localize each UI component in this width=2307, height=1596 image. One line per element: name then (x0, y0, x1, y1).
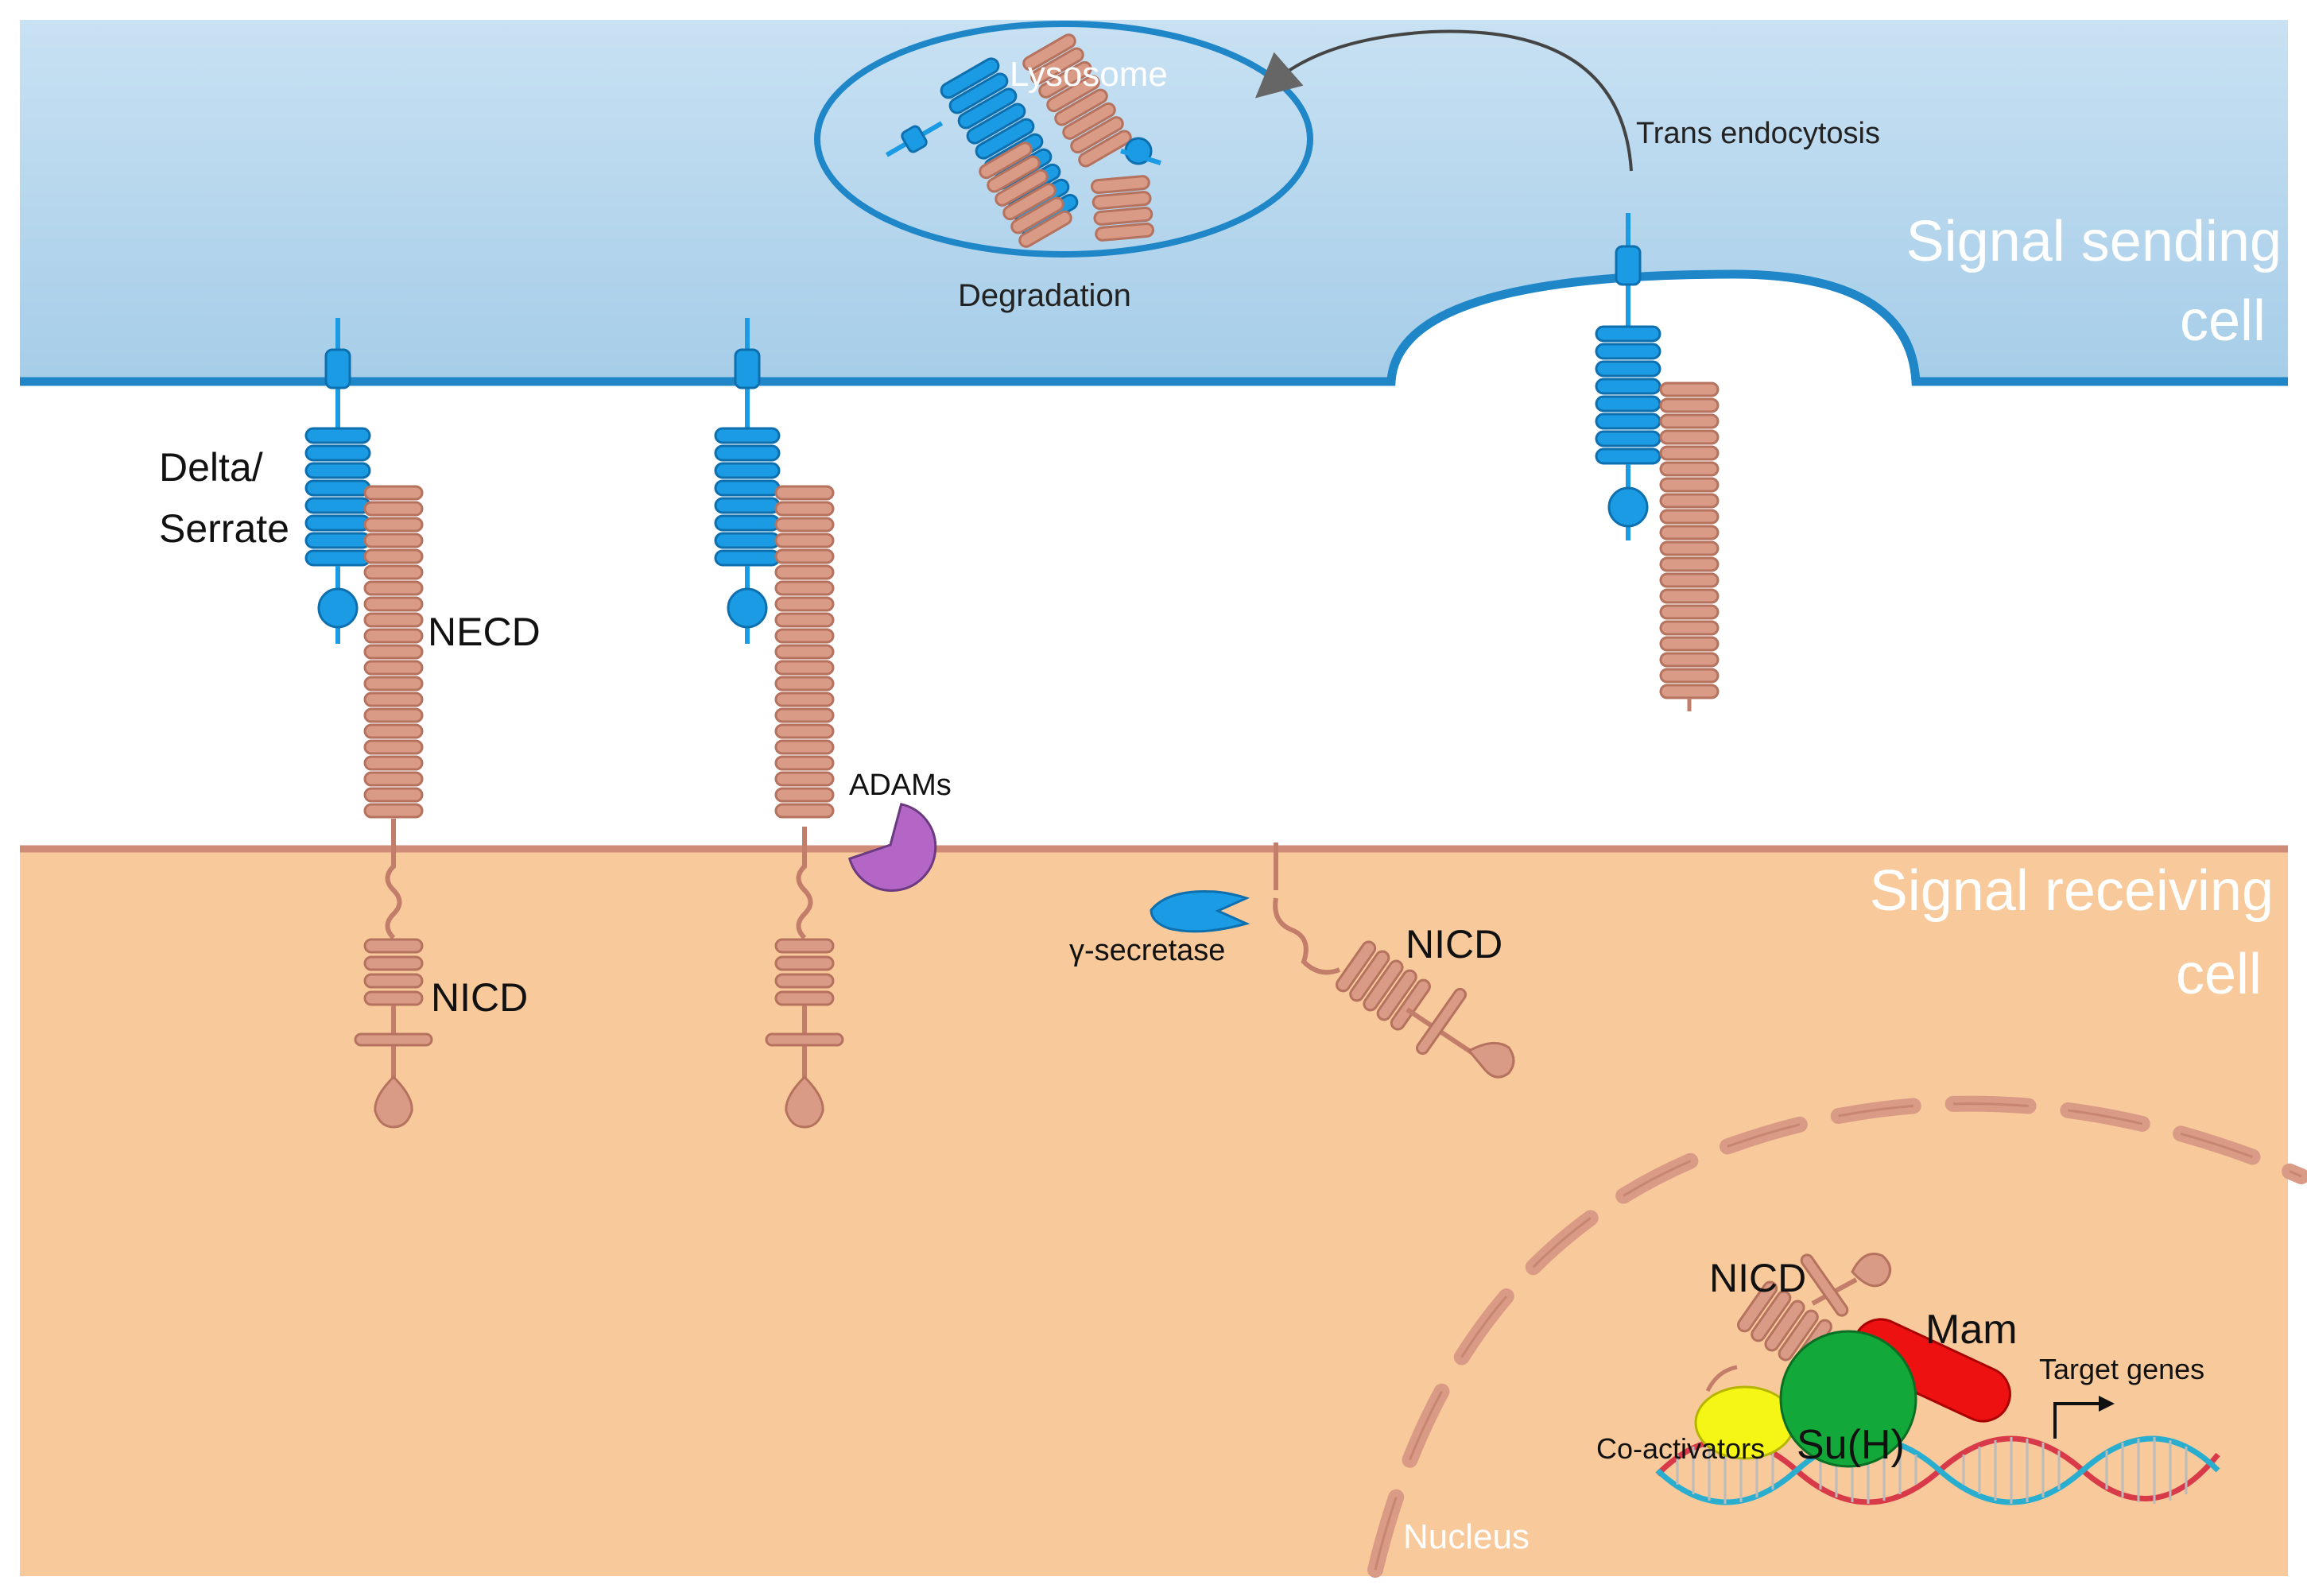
adams-enzyme (847, 803, 937, 892)
gamma-secretase-enzyme (1150, 890, 1250, 933)
trans-endocytosis-arrow (1254, 29, 1633, 172)
gamma-secretase-group: γ-secretase (1069, 843, 1278, 967)
signal-sending-label-line1: Signal sending (1906, 210, 2282, 273)
target-genes-label: Target genes (2039, 1353, 2204, 1385)
nicd-released-label: NICD (1406, 922, 1502, 967)
sending-cell-membrane (20, 269, 2288, 386)
delta-label-line1: Delta/ (159, 445, 263, 490)
nicd-label-1: NICD (431, 975, 528, 1020)
co-activators-label: Co-activators (1596, 1432, 1765, 1465)
released-nicd: NICD (1273, 897, 1515, 1079)
suh-protein (1779, 1330, 1917, 1468)
notch-complex-1: Delta/ Serrate NECD NICD (159, 318, 541, 1129)
lysosome-label: Lysosome (1010, 55, 1168, 94)
degradation-label: Degradation (958, 278, 1131, 313)
nucleus-label: Nucleus (1403, 1517, 1530, 1556)
delta-label-line2: Serrate (159, 506, 289, 551)
notch-complex-2: ADAMs (714, 318, 952, 1129)
transcription-complex: NICD Mam Co-activators Su(H) (1596, 1253, 2018, 1468)
signal-sending-cell (20, 20, 2288, 386)
signal-sending-label-line2: cell (2180, 289, 2266, 353)
lysosome: Lysosome Degradation (814, 21, 1313, 313)
mam-label: Mam (1925, 1307, 2018, 1353)
necd-label: NECD (428, 610, 541, 654)
signal-receiving-label-line1: Signal receiving (1870, 859, 2274, 923)
notch-complex-3 (1595, 213, 1720, 711)
suh-label: Su(H) (1797, 1422, 1905, 1468)
nucleus: Nucleus (1367, 1095, 2307, 1578)
trans-endocytosis-label: Trans endocytosis (1636, 117, 1880, 150)
nicd-nucleus-label: NICD (1709, 1256, 1806, 1300)
adams-label: ADAMs (849, 769, 952, 802)
target-genes-arrow (2053, 1402, 2099, 1439)
signal-receiving-label-line2: cell (2176, 943, 2262, 1006)
gamma-secretase-label: γ-secretase (1069, 934, 1225, 967)
